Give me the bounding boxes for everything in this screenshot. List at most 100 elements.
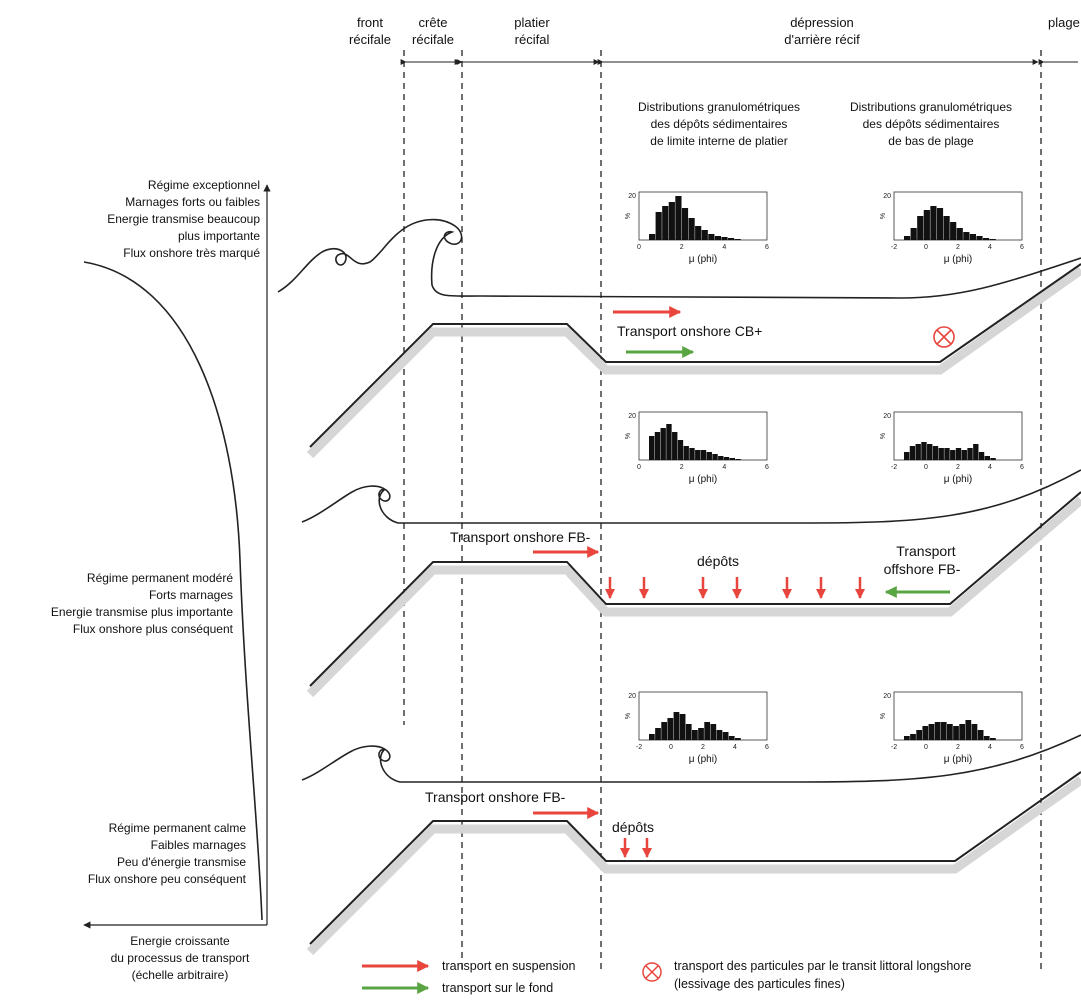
histogram-ylabel: % bbox=[625, 433, 632, 439]
axis-label-line3: (échelle arbitraire) bbox=[132, 968, 229, 982]
histogram-xtick: 4 bbox=[988, 464, 992, 471]
histogram-bar bbox=[956, 228, 963, 240]
histogram-bar bbox=[977, 730, 984, 740]
histogram-xtick: 2 bbox=[680, 244, 684, 251]
histogram-bar bbox=[655, 212, 662, 240]
histogram-xtick: 4 bbox=[733, 744, 737, 751]
substrate-shadow-3 bbox=[306, 776, 1081, 956]
histogram-xtick: 4 bbox=[722, 244, 726, 251]
histogram-xtick: -2 bbox=[891, 744, 897, 751]
histogram-ytick: 20 bbox=[628, 693, 636, 700]
transport-onshore-fb-3: Transport onshore FB- bbox=[425, 789, 566, 805]
histogram-bar bbox=[909, 446, 916, 460]
histogram-bar bbox=[953, 726, 959, 740]
histogram-xtick: 0 bbox=[924, 744, 928, 751]
histogram-bar bbox=[661, 722, 668, 740]
histogram-xtick: 6 bbox=[1020, 464, 1024, 471]
histogram-bar bbox=[923, 210, 930, 240]
histogram-bar bbox=[714, 236, 722, 240]
histogram-xtick: -2 bbox=[891, 244, 897, 251]
dist-inner-title-1: Distributions granulométriques bbox=[638, 100, 800, 114]
histogram-bar bbox=[701, 230, 708, 240]
zone-front-line2: récifale bbox=[349, 32, 391, 47]
histogram-bar bbox=[932, 446, 939, 460]
zone-headers: front récifale crête récifale platier ré… bbox=[349, 15, 1080, 65]
histogram-bar bbox=[969, 234, 977, 240]
histogram-bar bbox=[692, 730, 698, 740]
legend: transport en suspension transport sur le… bbox=[362, 959, 971, 995]
histogram-bar bbox=[712, 454, 718, 460]
histogram-bar bbox=[706, 452, 712, 460]
histogram-bar bbox=[649, 436, 655, 460]
histogram-bar bbox=[927, 444, 933, 460]
dist-beach-title-2: des dépôts sédimentaires bbox=[863, 117, 1000, 131]
histogram-bar bbox=[928, 724, 935, 740]
histogram-bar bbox=[667, 718, 674, 740]
histogram-bar bbox=[990, 738, 996, 740]
histogram-bar bbox=[973, 444, 979, 460]
zone-platier-line2: récifal bbox=[515, 32, 550, 47]
histogram-bar bbox=[976, 236, 983, 240]
legend-longshore-label-1: transport des particules par le transit … bbox=[674, 959, 971, 973]
deposition-arrows-3 bbox=[620, 838, 652, 858]
histogram-bar bbox=[729, 458, 735, 460]
histogram-bar bbox=[982, 238, 990, 240]
deposition-arrows-2 bbox=[605, 577, 865, 599]
zone-crete-line2: récifale bbox=[412, 32, 454, 47]
regime-mod-1: Régime permanent modéré bbox=[87, 571, 233, 585]
histogram-bar bbox=[967, 448, 973, 460]
wave-surface-1 bbox=[277, 218, 1081, 299]
histogram-bar bbox=[943, 216, 950, 240]
histogram-xtick: 4 bbox=[988, 244, 992, 251]
histogram-bar bbox=[662, 206, 669, 240]
histogram-xtick: -2 bbox=[891, 464, 897, 471]
legend-longshore-symbol bbox=[642, 962, 662, 982]
regime-calme-3: Peu d'énergie transmise bbox=[117, 855, 246, 869]
histogram-bar bbox=[660, 428, 666, 460]
histogram-bar bbox=[672, 432, 678, 460]
histogram-bar bbox=[735, 738, 741, 740]
histogram-xtick: 6 bbox=[1020, 244, 1024, 251]
regime-modere: Régime permanent modéré Forts marnages E… bbox=[51, 571, 234, 636]
histogram-bar bbox=[708, 234, 715, 240]
histogram-bar bbox=[961, 450, 967, 460]
histogram-bar bbox=[930, 206, 937, 240]
histogram-ytick: 20 bbox=[883, 413, 891, 420]
histogram-bar bbox=[681, 208, 689, 240]
dist-inner-title-2: des dépôts sédimentaires bbox=[651, 117, 788, 131]
zone-depression-line1: dépression bbox=[790, 15, 854, 30]
histogram-ylabel: % bbox=[625, 713, 632, 719]
longshore-symbol-1 bbox=[933, 326, 955, 348]
regime-exc-3: Energie transmise beaucoup bbox=[107, 212, 260, 226]
histogram-xtick: 2 bbox=[701, 744, 705, 751]
histogram-xtick: 4 bbox=[988, 744, 992, 751]
histogram-xlabel: μ (phi) bbox=[944, 474, 973, 485]
regime-exc-4: plus importante bbox=[178, 229, 260, 243]
regime-exc-5: Flux onshore très marqué bbox=[123, 246, 260, 260]
histogram-bar bbox=[910, 228, 917, 240]
wave-surface-2 bbox=[301, 469, 1081, 524]
histogram-xtick: 2 bbox=[956, 464, 960, 471]
histogram-bar bbox=[938, 448, 944, 460]
histogram-bar bbox=[989, 239, 996, 240]
histogram-bar bbox=[904, 236, 911, 240]
histogram-bar bbox=[904, 736, 910, 740]
histogram-xtick: 6 bbox=[1020, 744, 1024, 751]
substrate-shadow-2 bbox=[306, 496, 1081, 698]
histogram-bar bbox=[710, 724, 717, 740]
depots-label-3: dépôts bbox=[612, 819, 654, 835]
histogram-bar bbox=[649, 234, 656, 240]
histogram-xlabel: μ (phi) bbox=[689, 474, 718, 485]
histogram-xtick: 2 bbox=[956, 744, 960, 751]
regime-exc-1: Régime exceptionnel bbox=[148, 178, 260, 192]
histogram-bar bbox=[683, 446, 689, 460]
histogram-bar bbox=[921, 442, 927, 460]
histogram-xtick: 4 bbox=[722, 464, 726, 471]
histogram-bar bbox=[936, 208, 944, 240]
transport-onshore-fb-2: Transport onshore FB- bbox=[450, 529, 591, 545]
